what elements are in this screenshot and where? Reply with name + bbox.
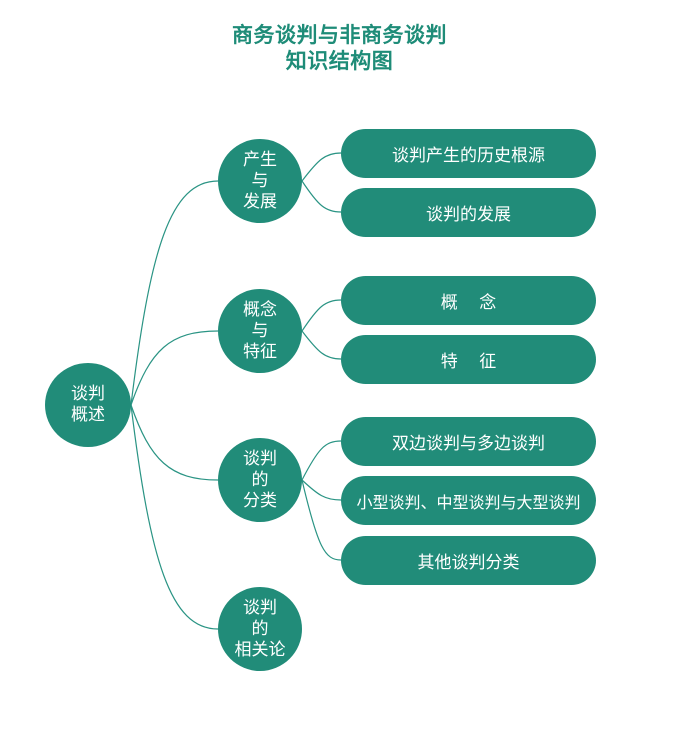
leaf-node-small-medium-large: 小型谈判、中型谈判与大型谈判 <box>341 476 596 525</box>
connector-cat3-item3 <box>301 479 342 561</box>
connector-cat3-item1 <box>301 440 342 481</box>
category-node-related-theory: 谈判 的 相关论 <box>218 587 302 671</box>
connector-cat2-item2 <box>301 330 342 360</box>
leaf-node-development: 谈判的发展 <box>341 188 596 237</box>
connector-root-cat4 <box>130 404 219 630</box>
root-node: 谈判 概述 <box>45 363 131 447</box>
category-node-origin-development: 产生 与 发展 <box>218 139 302 223</box>
connector-cat1-item1 <box>301 152 342 182</box>
connector-root-cat1 <box>130 180 219 406</box>
leaf-node-features: 特 征 <box>341 335 596 384</box>
leaf-node-bilateral-multilateral: 双边谈判与多边谈判 <box>341 417 596 466</box>
category-node-concept-features: 概念 与 特征 <box>218 289 302 373</box>
leaf-node-concept: 概 念 <box>341 276 596 325</box>
connector-cat1-item2 <box>301 180 342 213</box>
connector-root-cat3 <box>130 404 219 481</box>
category-node-classification: 谈判 的 分类 <box>218 438 302 522</box>
leaf-node-other-classification: 其他谈判分类 <box>341 536 596 585</box>
diagram-title-line1: 商务谈判与非商务谈判 <box>232 23 447 47</box>
connector-cat3-item2 <box>301 479 342 501</box>
connector-root-cat2 <box>130 330 219 406</box>
leaf-node-history-origin: 谈判产生的历史根源 <box>341 129 596 178</box>
diagram-title-line2: 知识结构图 <box>285 49 394 73</box>
connector-cat2-item1 <box>301 299 342 332</box>
